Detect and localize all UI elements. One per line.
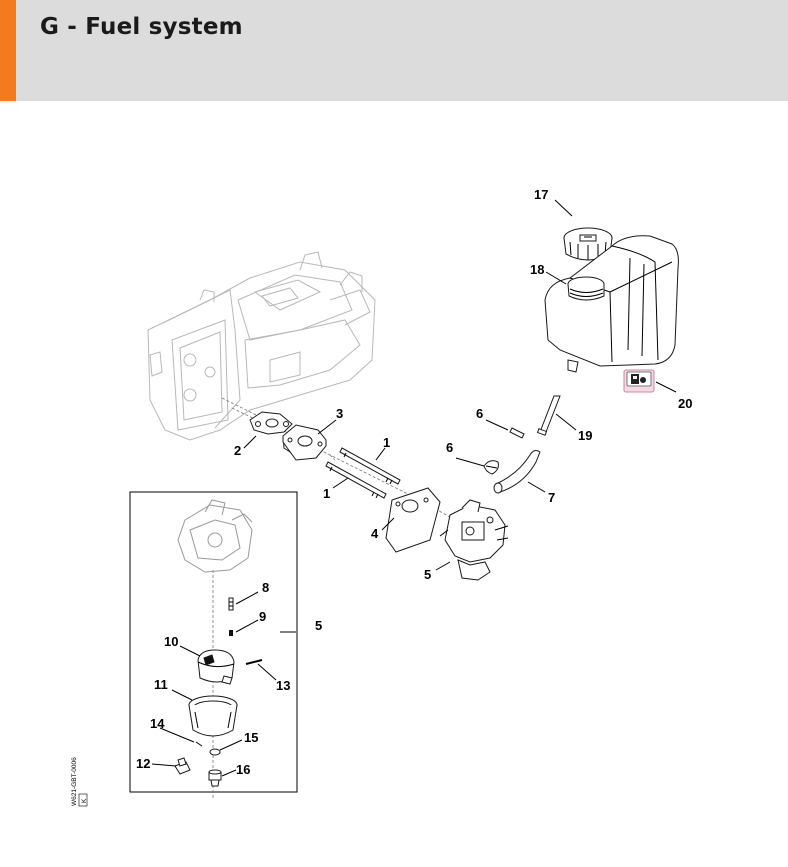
inset-carburetor: [177, 499, 253, 573]
label-part-8: 8: [262, 580, 269, 595]
reference-box-text: K: [81, 798, 88, 803]
label-part-5-main: 5: [424, 567, 431, 582]
label-part-11: 11: [154, 677, 168, 692]
header-accent-bar: [0, 0, 16, 101]
label-part-1-upper: 1: [383, 435, 390, 450]
part-12-drain-screw: [174, 757, 191, 775]
label-part-10: 10: [164, 634, 178, 649]
label-part-18: 18: [530, 262, 544, 277]
page-header: G - Fuel system: [0, 0, 788, 101]
fuel-pump-icon: [623, 369, 655, 393]
part-4-gasket: [385, 487, 441, 553]
part-3-spacer: [282, 424, 327, 461]
part-5-carburetor: [439, 499, 509, 581]
part-1-stud-upper: [339, 447, 401, 485]
leader-lines: [151, 199, 677, 777]
label-part-14: 14: [150, 716, 165, 731]
label-part-9: 9: [259, 609, 266, 624]
label-part-1-lower: 1: [323, 486, 330, 501]
label-part-6-upper: 6: [476, 406, 483, 421]
part-10-float: [197, 649, 235, 685]
label-part-19: 19: [578, 428, 592, 443]
label-part-5-inset: 5: [315, 618, 322, 633]
label-part-13: 13: [276, 678, 290, 693]
label-part-3: 3: [336, 406, 343, 421]
part-6-clip-lower: [483, 460, 499, 475]
label-part-7: 7: [548, 490, 555, 505]
part-15-o-ring: [209, 748, 221, 756]
label-part-20: 20: [678, 396, 692, 411]
label-part-6-lower: 6: [446, 440, 453, 455]
engine-block: [147, 251, 376, 441]
part-8-screw: [228, 597, 234, 611]
part-17-cap: [563, 227, 613, 261]
label-part-2: 2: [234, 443, 241, 458]
reference-code: W621-GBT-0006 K: [71, 757, 88, 807]
part-2-gasket: [249, 411, 293, 435]
part-13-float-pin: [245, 659, 263, 665]
part-9-pin: [229, 630, 233, 636]
part-1-stud-lower: [325, 461, 387, 499]
part-14-washer: [195, 741, 203, 747]
label-part-17: 17: [534, 187, 548, 202]
label-part-4: 4: [371, 526, 379, 541]
part-16-bolt: [208, 769, 222, 787]
label-part-15: 15: [244, 730, 258, 745]
carburetor-detail-inset: [129, 491, 298, 793]
reference-code-text: W621-GBT-0006: [71, 757, 78, 806]
label-part-12: 12: [136, 756, 150, 771]
part-19-fuel-line: [536, 395, 561, 436]
reference-box: [78, 793, 88, 807]
part-11-float-bowl: [188, 695, 238, 737]
part-6-clip-upper: [509, 427, 525, 439]
part-18-fuel-tank: [544, 235, 679, 373]
page-title: G - Fuel system: [40, 14, 243, 40]
label-part-16: 16: [236, 762, 250, 777]
part-7-elbow-hose: [493, 450, 541, 494]
